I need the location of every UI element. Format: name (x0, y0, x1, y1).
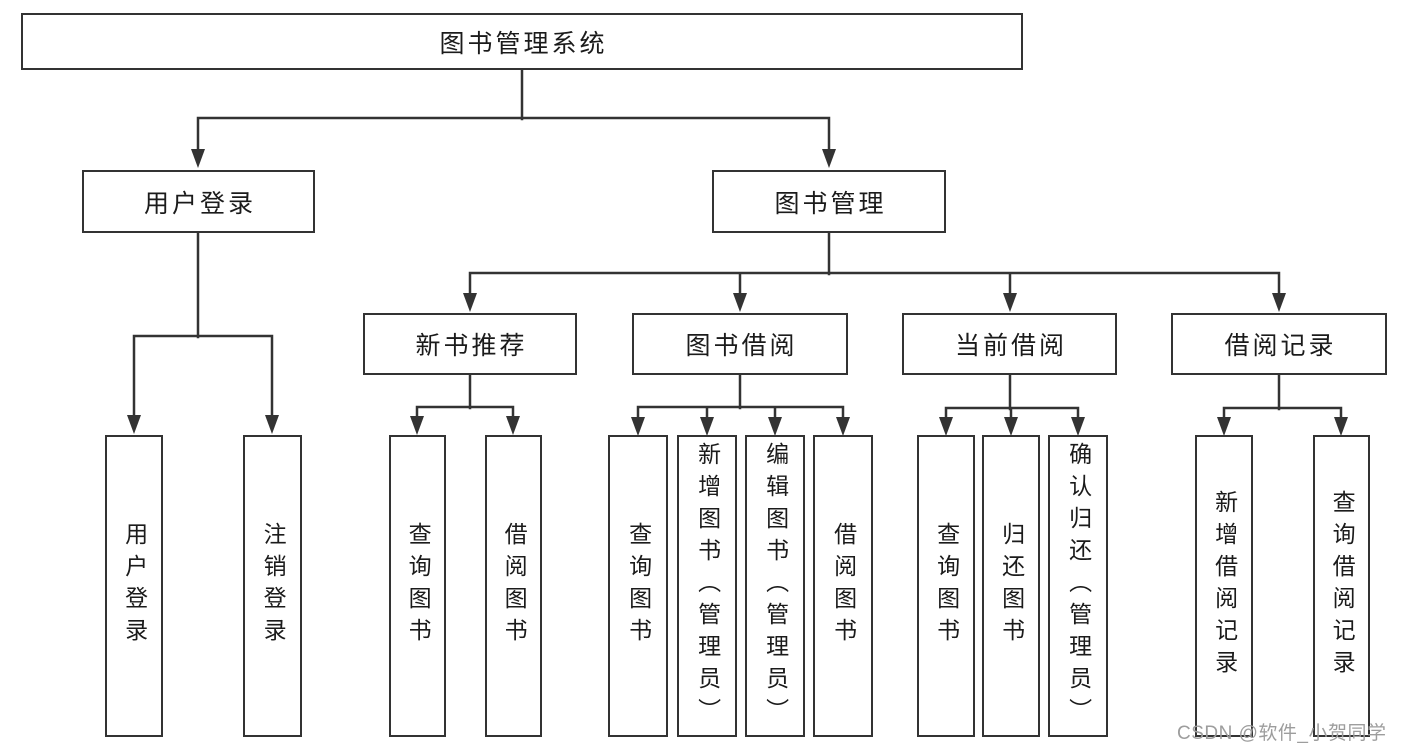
arrowhead-icon (733, 293, 747, 312)
arrowhead-icon (768, 417, 782, 436)
leaf-query-books-current: 查询图书 (917, 435, 975, 737)
node-current-borrowing: 当前借阅 (902, 313, 1117, 375)
leaf-logout-label: 注销登录 (260, 522, 287, 650)
arrowhead-icon (1004, 417, 1018, 436)
leaf-confirm-return-admin-label: 确认归还（管理员） (1065, 442, 1092, 730)
arrowhead-icon (506, 416, 520, 435)
node-book-management-label: 图书管理 (774, 189, 887, 218)
arrowhead-icon (1071, 417, 1085, 436)
arrowhead-icon (127, 415, 141, 434)
arrowhead-icon (410, 416, 424, 435)
leaf-user-login: 用户登录 (105, 435, 163, 737)
arrowhead-icon (1217, 417, 1231, 436)
leaf-add-book-admin-label: 新增图书（管理员） (694, 442, 721, 730)
leaf-query-books-recommend: 查询图书 (389, 435, 446, 737)
arrowhead-icon (836, 417, 850, 436)
leaf-query-books-borrowing-label: 查询图书 (625, 522, 652, 650)
leaf-user-login-label: 用户登录 (121, 522, 148, 650)
leaf-borrow-books-label: 借阅图书 (830, 522, 857, 650)
node-borrow-records-label: 借阅记录 (1224, 332, 1337, 360)
leaf-add-borrow-record-label: 新增借阅记录 (1211, 490, 1238, 682)
node-book-borrowing-label: 图书借阅 (685, 332, 798, 360)
leaf-logout: 注销登录 (243, 435, 302, 737)
arrowhead-icon (1334, 417, 1348, 436)
leaf-return-books: 归还图书 (982, 435, 1040, 737)
arrowhead-icon (631, 417, 645, 436)
leaf-add-borrow-record: 新增借阅记录 (1195, 435, 1253, 737)
leaf-query-books-current-label: 查询图书 (933, 522, 960, 650)
leaf-query-books-recommend-label: 查询图书 (405, 522, 432, 650)
node-current-borrowing-label: 当前借阅 (954, 332, 1067, 360)
node-book-borrowing: 图书借阅 (632, 313, 848, 375)
arrowhead-icon (265, 415, 279, 434)
arrowhead-icon (1003, 293, 1017, 312)
leaf-query-books-borrowing: 查询图书 (608, 435, 668, 737)
node-user-login: 用户登录 (82, 170, 315, 233)
node-new-book-recommend-label: 新书推荐 (415, 332, 528, 360)
arrowhead-icon (1272, 293, 1286, 312)
leaf-edit-book-admin-label: 编辑图书（管理员） (762, 442, 789, 730)
leaf-query-borrow-record-label: 查询借阅记录 (1329, 490, 1356, 682)
node-borrow-records: 借阅记录 (1171, 313, 1387, 375)
leaf-add-book-admin: 新增图书（管理员） (677, 435, 737, 737)
node-library-system: 图书管理系统 (21, 13, 1023, 70)
leaf-query-borrow-record: 查询借阅记录 (1313, 435, 1370, 737)
node-library-system-label: 图书管理系统 (439, 29, 608, 58)
arrowhead-icon (463, 293, 477, 312)
leaf-borrow-books-recommend-label: 借阅图书 (501, 522, 528, 650)
arrowhead-icon (822, 149, 836, 168)
arrowhead-icon (939, 417, 953, 436)
watermark-text: CSDN @软件_小贺同学 (1177, 723, 1387, 744)
leaf-confirm-return-admin: 确认归还（管理员） (1048, 435, 1108, 737)
node-book-management: 图书管理 (712, 170, 946, 233)
leaf-borrow-books-recommend: 借阅图书 (485, 435, 542, 737)
connector-lines (132, 68, 1343, 420)
node-new-book-recommend: 新书推荐 (363, 313, 577, 375)
leaf-edit-book-admin: 编辑图书（管理员） (745, 435, 805, 737)
arrowhead-icon (700, 417, 714, 436)
leaf-return-books-label: 归还图书 (998, 522, 1025, 650)
arrowhead-icon (191, 149, 205, 168)
node-user-login-label: 用户登录 (143, 189, 256, 218)
leaf-borrow-books: 借阅图书 (813, 435, 873, 737)
